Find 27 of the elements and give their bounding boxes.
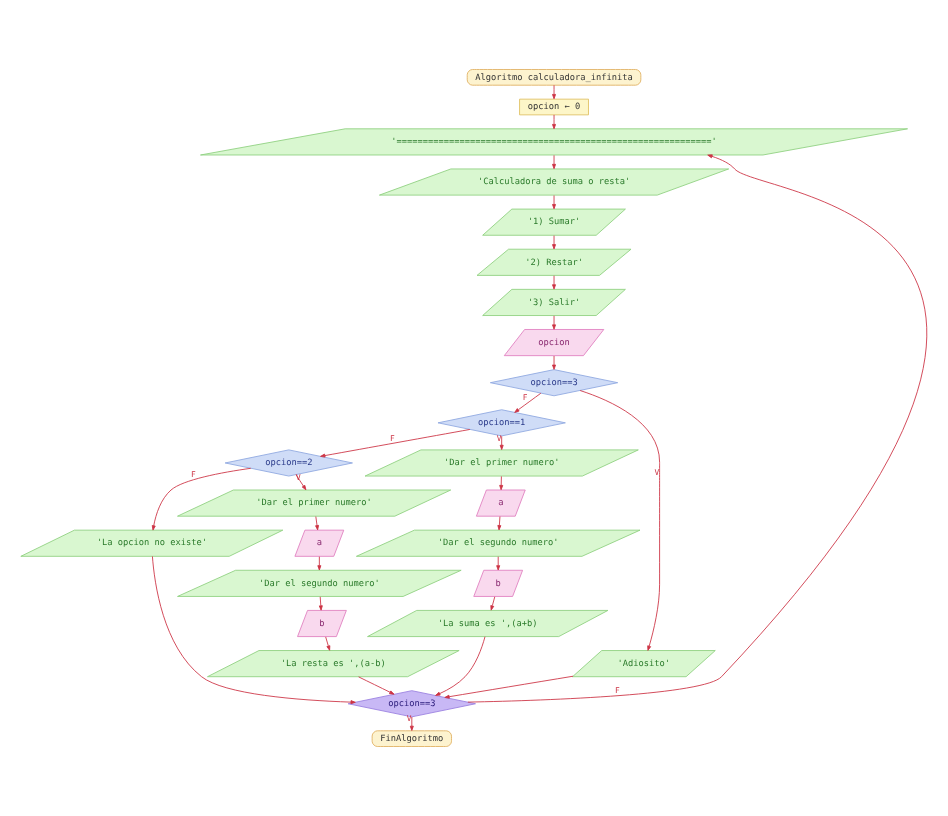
arrow: [552, 355, 556, 370]
arrow: [325, 636, 331, 651]
arrow: [552, 195, 556, 210]
arrow: [444, 675, 574, 699]
arrow: [358, 676, 395, 695]
arrow: [579, 390, 661, 651]
arrow: [552, 114, 556, 130]
arrow: [151, 555, 356, 705]
arrow: [151, 467, 252, 531]
arrow: [552, 275, 556, 290]
arrow: [552, 154, 556, 170]
arrow: [490, 596, 496, 611]
arrow: [467, 154, 927, 703]
arrow: [320, 429, 471, 458]
arrow: [499, 475, 504, 491]
arrow: [435, 636, 486, 696]
arrow: [496, 556, 501, 571]
arrow: [552, 235, 556, 250]
arrow: [499, 435, 504, 451]
arrow: [317, 556, 322, 571]
arrow: [315, 516, 319, 531]
arrow: [514, 392, 542, 413]
arrow: [497, 516, 502, 531]
arrow: [318, 596, 323, 611]
arrow: [552, 315, 556, 330]
arrow: [409, 716, 414, 731]
arrow: [552, 84, 556, 100]
